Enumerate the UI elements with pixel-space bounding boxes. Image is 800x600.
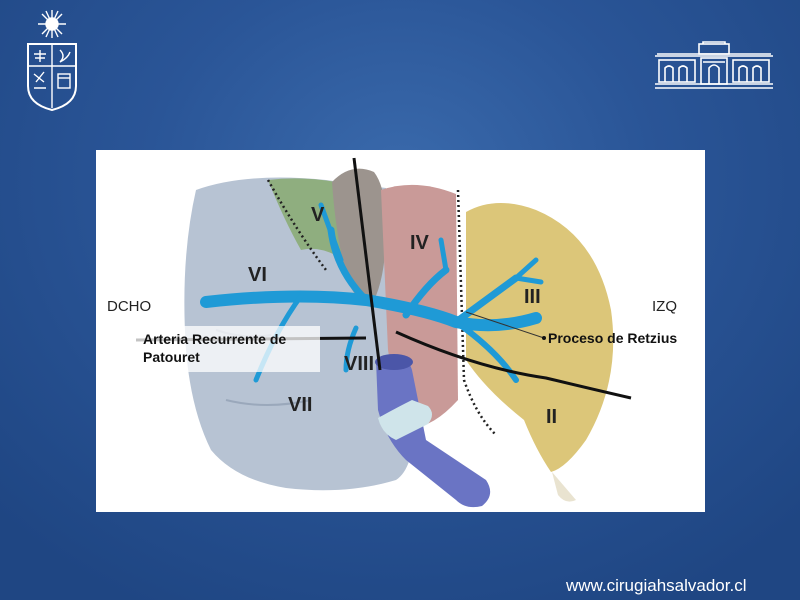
liver-anatomy-illustration (135, 157, 632, 508)
right-side-label: DCHO (107, 298, 152, 315)
segment-v-label: V (311, 204, 325, 226)
segment-vi-label: VI (248, 264, 267, 286)
left-side-label: IZQ (652, 298, 677, 315)
segment-viii-label: VIII (344, 353, 375, 375)
vena-cava (376, 356, 491, 508)
portal-vessels (200, 202, 544, 383)
website-footer: www.cirugiahsalvador.cl (566, 576, 747, 595)
segment-iii-label: III (524, 286, 541, 308)
segment-iv-label: IV (410, 232, 429, 254)
liver-diagram-panel: VI V IV III VIII VII II DCHO IZQ Arteria… (96, 150, 705, 512)
hospital-building-icon (653, 40, 775, 92)
segment-v-region (268, 178, 344, 260)
segment-vii-label: VII (288, 394, 313, 416)
university-crest-icon (22, 8, 82, 112)
proceso-retzius-label: Proceso de Retzius (548, 330, 678, 346)
arteria-label-line1: Arteria Recurrente de (143, 331, 287, 347)
arteria-label-line2: Patouret (143, 349, 200, 365)
left-lobe (466, 202, 614, 472)
segment-ii-label: II (546, 406, 558, 428)
